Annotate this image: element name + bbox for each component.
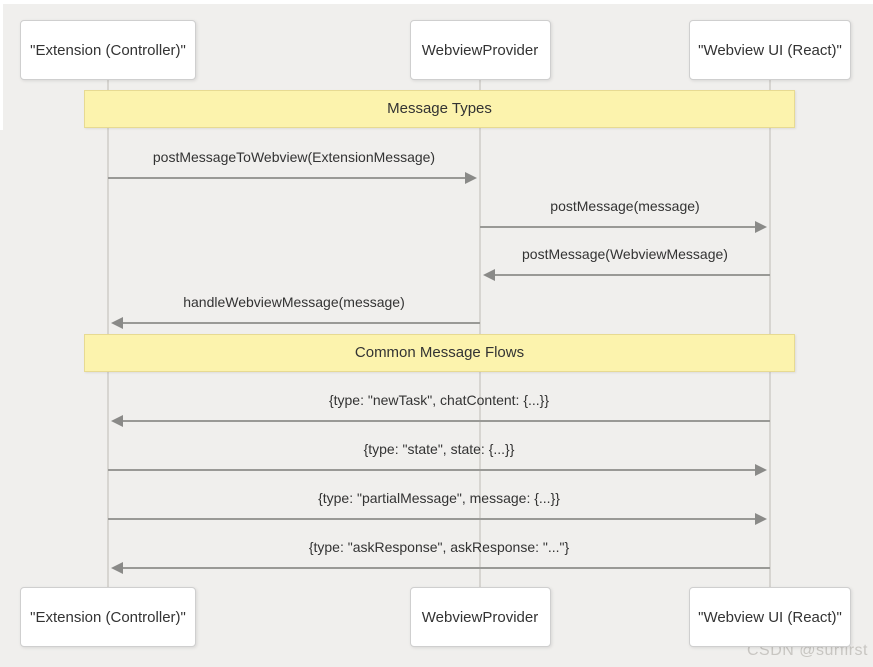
participant-box-bottom: "Extension (Controller)"	[20, 587, 196, 647]
arrowhead-right-icon	[755, 464, 767, 476]
message-line	[122, 420, 770, 422]
participant-box-top: "Extension (Controller)"	[20, 20, 196, 80]
message-line	[122, 567, 770, 569]
message-line	[108, 469, 756, 471]
arrowhead-left-icon	[483, 269, 495, 281]
arrowhead-right-icon	[755, 221, 767, 233]
lifeline	[769, 80, 771, 587]
section-note: Message Types	[84, 90, 795, 128]
section-note: Common Message Flows	[84, 334, 795, 372]
message-label: handleWebviewMessage(message)	[183, 294, 405, 310]
message-line	[480, 226, 756, 228]
message-label: postMessage(WebviewMessage)	[522, 246, 728, 262]
participant-box-bottom: "Webview UI (React)"	[689, 587, 851, 647]
message-label: postMessageToWebview(ExtensionMessage)	[152, 149, 436, 165]
participant-box-top: "Webview UI (React)"	[689, 20, 851, 80]
message-line	[494, 274, 770, 276]
arrowhead-right-icon	[755, 513, 767, 525]
arrowhead-left-icon	[111, 562, 123, 574]
page-edge-top	[0, 0, 873, 4]
lifeline	[107, 80, 109, 587]
participant-box-top: WebviewProvider	[409, 20, 551, 80]
message-label: postMessage(message)	[550, 198, 700, 214]
message-label: {type: "newTask", chatContent: {...}}	[328, 392, 550, 408]
message-label: {type: "state", state: {...}}	[363, 441, 515, 457]
page-edge-left	[0, 0, 3, 130]
message-line	[122, 322, 480, 324]
message-line	[108, 177, 466, 179]
message-label: {type: "partialMessage", message: {...}}	[318, 490, 560, 506]
message-line	[108, 518, 756, 520]
arrowhead-left-icon	[111, 415, 123, 427]
lifeline	[479, 80, 481, 587]
arrowhead-left-icon	[111, 317, 123, 329]
arrowhead-right-icon	[465, 172, 477, 184]
message-label: {type: "askResponse", askResponse: "..."…	[308, 539, 570, 555]
participant-box-bottom: WebviewProvider	[409, 587, 551, 647]
